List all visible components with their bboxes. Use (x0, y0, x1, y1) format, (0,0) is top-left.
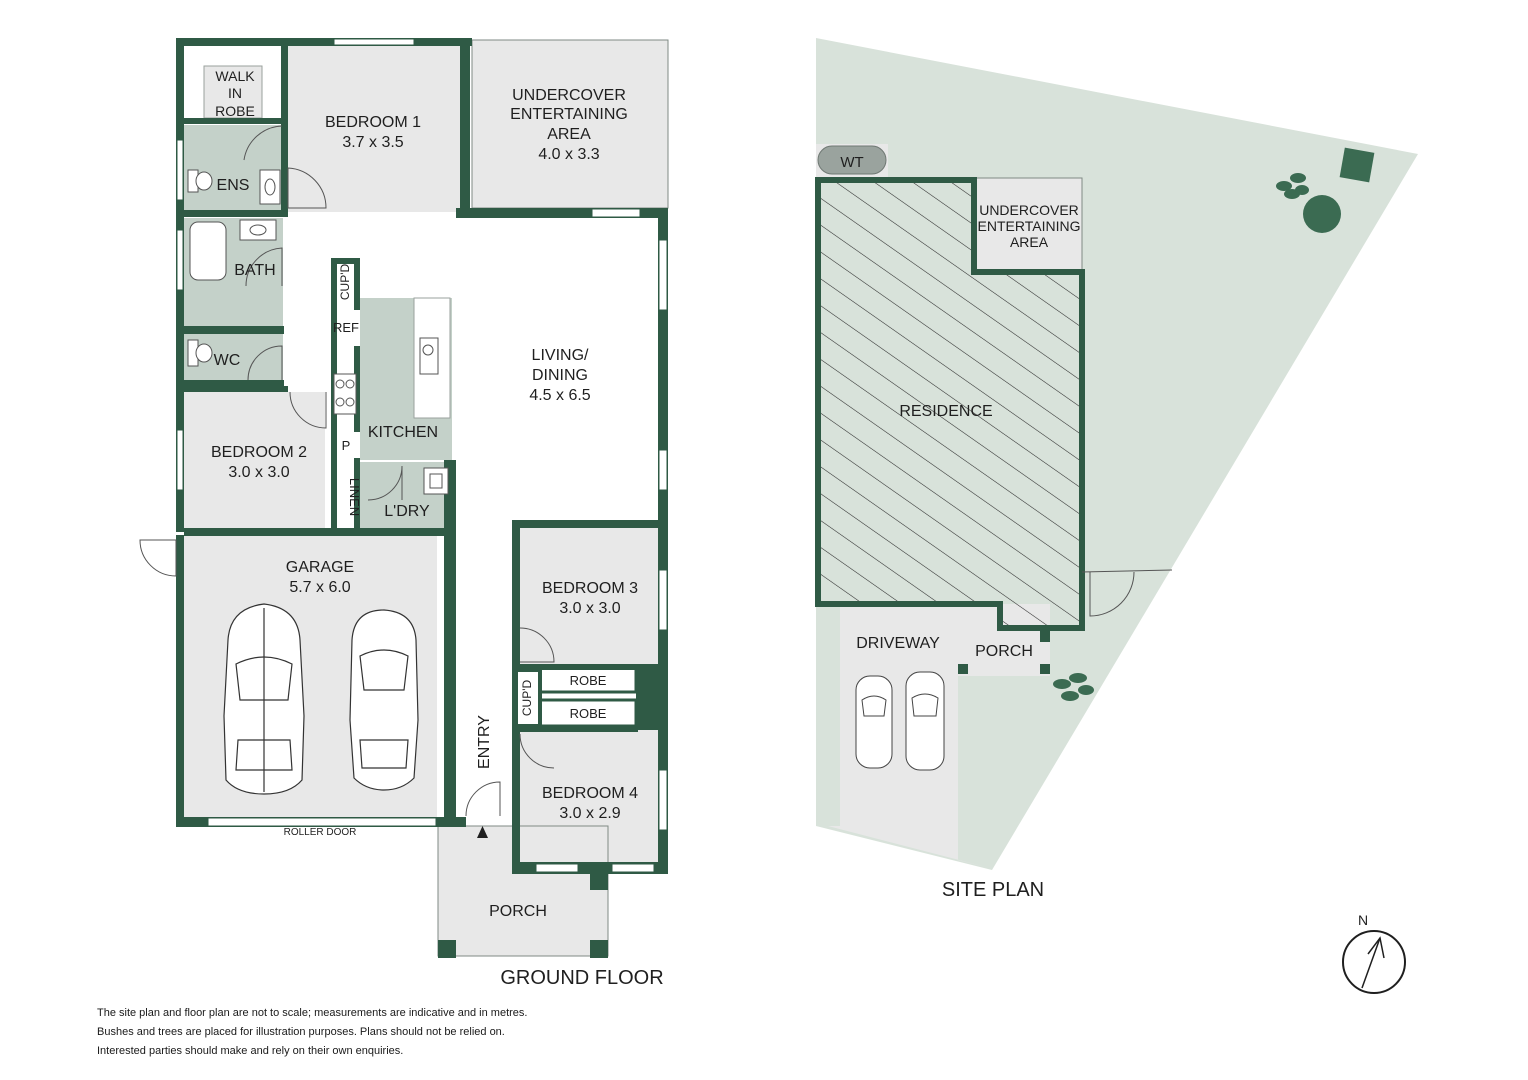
disclaimer-line-2: Bushes and trees are placed for illustra… (97, 1026, 505, 1038)
label-ldry: L'DRY (384, 503, 430, 520)
label-wir-1: WALK (215, 68, 255, 84)
robe-b-area (538, 698, 638, 728)
label-p: P (342, 438, 351, 453)
label-undercover-2: ENTERTAINING (510, 106, 628, 123)
label-site-porch: PORCH (975, 643, 1033, 660)
ref-box (337, 310, 360, 346)
label-undercover-1: UNDERCOVER (512, 87, 626, 104)
label-robe-b: ROBE (570, 706, 607, 721)
label-wt: WT (840, 154, 863, 171)
label-robe-a: ROBE (570, 673, 607, 688)
label-bath: BATH (234, 262, 275, 279)
north-arrow-icon (1342, 930, 1406, 994)
site-plan-title: SITE PLAN (942, 879, 1044, 901)
porch-post-3 (1040, 630, 1050, 642)
side-gate (1089, 571, 1135, 617)
leafy-plant-icon-2 (1053, 673, 1094, 701)
porch-area (437, 825, 609, 957)
wir-shelf (203, 65, 263, 119)
label-living-2: DINING (532, 367, 588, 384)
label-roller-door: ROLLER DOOR (284, 827, 357, 838)
pot-plant-icon (1339, 147, 1375, 183)
porch-post-2 (1040, 664, 1050, 674)
ground-floor-plan: WALK IN ROBE BEDROOM 1 3.7 x 3.5 UNDERCO… (139, 38, 669, 989)
linen-box (337, 464, 354, 526)
wt-tank (817, 145, 887, 175)
label-undercover-dims: 4.0 x 3.3 (538, 146, 599, 163)
label-residence: RESIDENCE (899, 403, 992, 420)
label-site-undercover-2: ENTERTAINING (978, 218, 1081, 234)
label-bedroom3-dims: 3.0 x 3.0 (559, 600, 620, 617)
label-entry: ENTRY (476, 715, 493, 769)
ground-floor-title: GROUND FLOOR (500, 967, 663, 989)
undercover-area (471, 39, 669, 209)
bedroom1-area (288, 46, 460, 212)
porch-post-1 (958, 664, 968, 674)
disclaimer-line-1: The site plan and floor plan are not to … (97, 1007, 528, 1019)
windows (176, 38, 668, 873)
site-car-left-icon (855, 675, 893, 769)
label-bedroom4-name: BEDROOM 4 (542, 785, 638, 802)
site-plan: WT UN (815, 38, 1418, 994)
disclaimer: The site plan and floor plan are not to … (97, 1004, 527, 1061)
site-car-right-icon (905, 671, 945, 771)
label-garage-dims: 5.7 x 6.0 (289, 579, 350, 596)
disclaimer-line-3: Interested parties should make and rely … (97, 1045, 404, 1057)
label-ref: REF (333, 320, 359, 335)
label-living-1: LIVING/ (532, 347, 589, 364)
label-wc: WC (214, 352, 241, 369)
label-bedroom3-name: BEDROOM 3 (542, 580, 638, 597)
cupd-top-box (337, 264, 354, 300)
label-living-dims: 4.5 x 6.5 (529, 387, 590, 404)
label-site-undercover-1: UNDERCOVER (979, 202, 1079, 218)
door-swings (139, 125, 555, 817)
shrub-icon (1303, 195, 1341, 233)
label-wir-2: IN (228, 85, 242, 101)
label-cupd-bottom: CUP'D (520, 680, 534, 717)
site-undercover (973, 177, 1083, 273)
car-left-icon (223, 603, 305, 795)
label-site-undercover-3: AREA (1010, 234, 1049, 250)
label-bedroom2-dims: 3.0 x 3.0 (228, 464, 289, 481)
label-bedroom2-name: BEDROOM 2 (211, 444, 307, 461)
label-garage-name: GARAGE (286, 559, 354, 576)
label-bedroom1-name: BEDROOM 1 (325, 114, 421, 131)
label-wir-3: ROBE (215, 103, 255, 119)
bedroom2-area (183, 392, 325, 528)
label-cupd-top: CUP'D (338, 264, 352, 301)
car-right-icon (349, 609, 419, 791)
fixtures (187, 169, 449, 495)
p-box (337, 432, 360, 458)
leafy-plant-icon (1276, 173, 1309, 199)
label-north: N (1358, 912, 1368, 928)
label-undercover-3: AREA (547, 126, 591, 143)
cupd-bottom-box (518, 672, 538, 724)
label-ens: ENS (217, 177, 250, 194)
residence (815, 177, 1085, 631)
label-kitchen: KITCHEN (368, 424, 438, 441)
label-linen: LINEN (347, 478, 362, 516)
bedroom3-area (518, 528, 658, 664)
label-bedroom1-dims: 3.7 x 3.5 (342, 134, 403, 151)
fence-line (1081, 569, 1173, 573)
label-driveway: DRIVEWAY (856, 635, 940, 652)
label-porch: PORCH (489, 903, 547, 920)
label-bedroom4-dims: 3.0 x 2.9 (559, 805, 620, 822)
entry-arrow-icon (477, 826, 488, 838)
